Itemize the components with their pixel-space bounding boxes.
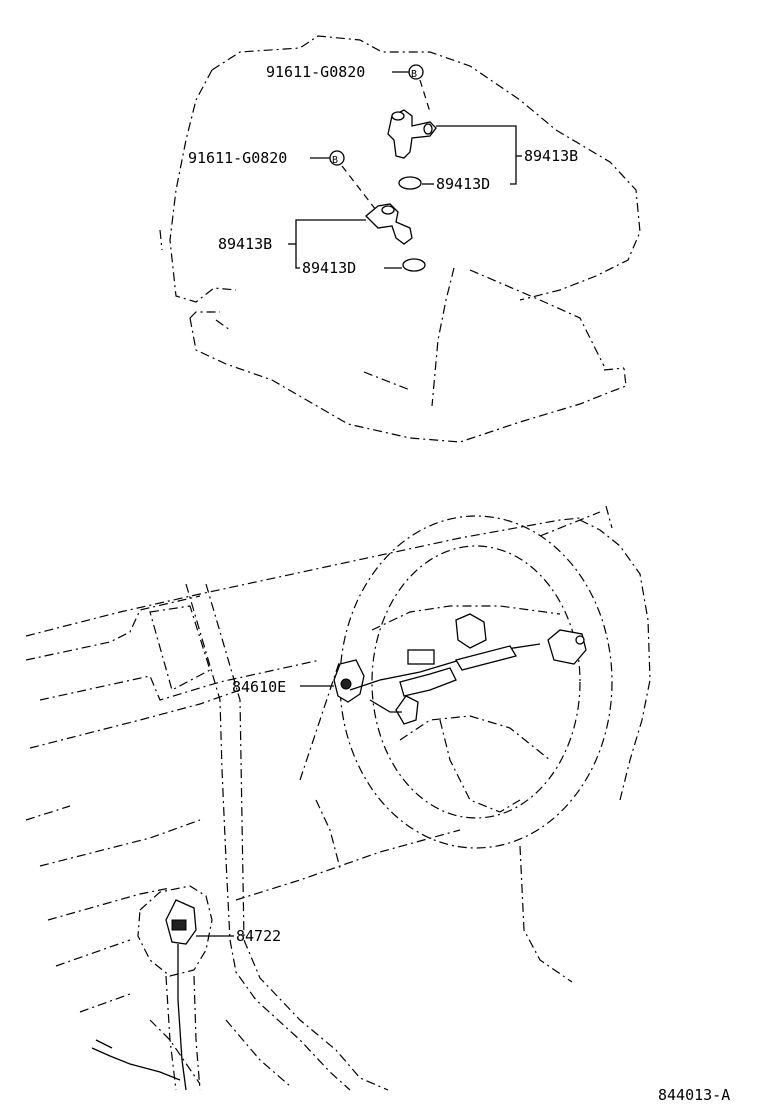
- speed-sensor-icon: [387, 109, 437, 159]
- label-sensor-lower: 89413B: [218, 235, 272, 253]
- washer-upper-icon: [398, 176, 422, 190]
- transmission-housing-icon: [159, 35, 641, 443]
- bolt-upper-icon: B: [408, 64, 424, 80]
- bolt-lower-mark: B: [332, 155, 338, 166]
- label-sensor-upper: 89413B: [524, 147, 578, 165]
- label-bolt-lower: 91611-G0820: [188, 149, 287, 167]
- dashboard-outline: [25, 505, 651, 1091]
- shift-lever-icon: [91, 885, 213, 1091]
- bolt-lower-icon: B: [329, 150, 345, 166]
- label-steering-switch: 84610E: [232, 678, 286, 696]
- label-washer-lower: 89413D: [302, 259, 356, 277]
- label-bolt-upper: 91611-G0820: [266, 63, 365, 81]
- label-shift-switch: 84722: [236, 927, 281, 945]
- bolt-upper-mark: B: [411, 69, 417, 80]
- label-washer-upper: 89413D: [436, 175, 490, 193]
- diagram-code: 844013-A: [658, 1086, 730, 1104]
- washer-lower-icon: [402, 258, 426, 272]
- steering-switch-icon: [333, 613, 587, 725]
- speed-sensor-lower-icon: [365, 203, 413, 245]
